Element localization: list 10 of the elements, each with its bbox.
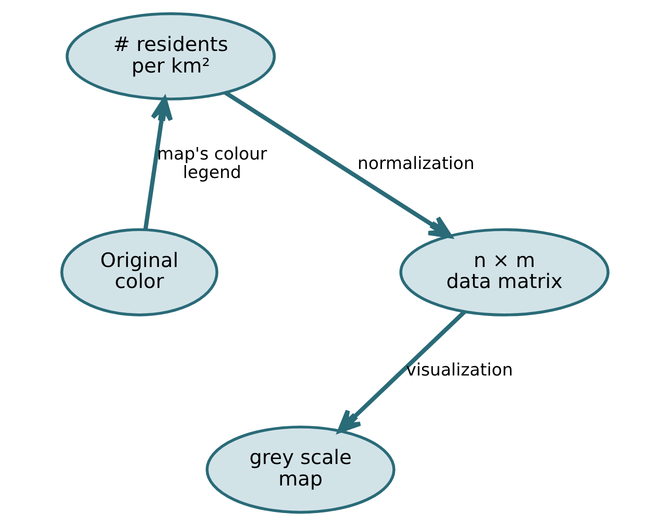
node-ellipse: grey scale map	[205, 426, 395, 514]
edge-label: visualization	[406, 360, 512, 380]
edge-label: map's colour legend	[156, 144, 267, 184]
node-ellipse: n × m data matrix	[398, 228, 609, 316]
arrow	[223, 90, 452, 238]
node-ellipse: Original color	[60, 228, 218, 316]
edge-label: normalization	[357, 154, 474, 174]
node-ellipse: # residents per km²	[65, 12, 276, 100]
arrow	[142, 96, 172, 230]
arrow	[336, 310, 466, 434]
